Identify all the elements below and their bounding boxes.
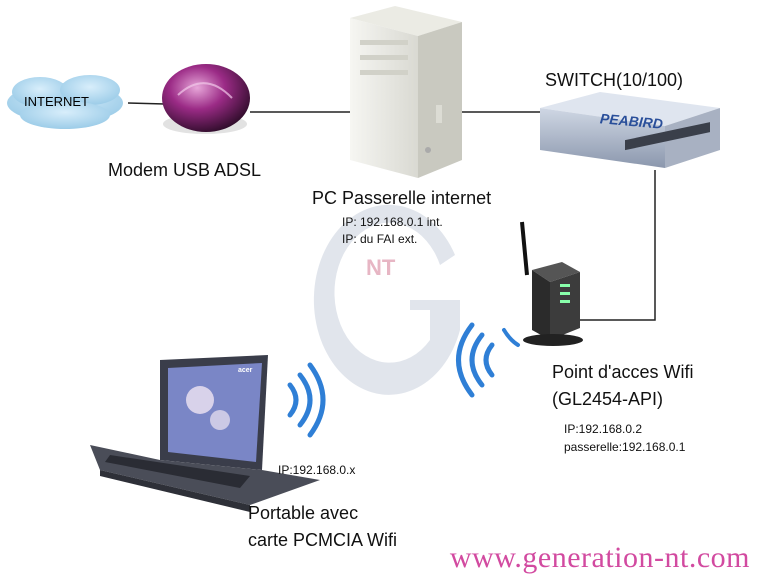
network-switch	[540, 92, 720, 168]
laptop-brand: acer	[238, 367, 253, 374]
wifi-waves-laptop	[287, 362, 326, 438]
pc-ip-internal: IP: 192.168.0.1 int.	[342, 215, 443, 229]
pc-tower	[350, 6, 462, 178]
modem-label: Modem USB ADSL	[108, 160, 262, 180]
pc-ip-external: IP: du FAI ext.	[342, 232, 418, 246]
access-point-label-line2: (GL2454-API)	[552, 389, 664, 409]
watermark-logo	[313, 204, 460, 395]
wifi-access-point	[520, 221, 583, 346]
cable-cloud-modem	[127, 102, 166, 105]
footer-url: www.generation-nt.com	[449, 541, 750, 574]
laptop-ip: IP:192.168.0.x	[278, 463, 356, 477]
access-point-ip: IP:192.168.0.2	[564, 422, 643, 436]
pc-label: PC Passerelle internet	[312, 188, 492, 208]
watermark-nt-text: NT	[366, 255, 396, 280]
laptop-label-line2: carte PCMCIA Wifi	[248, 530, 398, 550]
access-point-gateway: passerelle:192.168.0.1	[564, 440, 686, 454]
laptop-label-line1: Portable avec	[248, 503, 359, 523]
laptop-device	[90, 355, 320, 512]
switch-label: SWITCH(10/100)	[545, 70, 684, 90]
wifi-waves-ap	[456, 322, 520, 398]
internet-label: INTERNET	[24, 94, 89, 109]
modem-device	[162, 64, 250, 134]
internet-cloud	[7, 75, 123, 129]
access-point-label-line1: Point d'acces Wifi	[552, 362, 694, 382]
cable-switch-ap	[570, 170, 656, 321]
